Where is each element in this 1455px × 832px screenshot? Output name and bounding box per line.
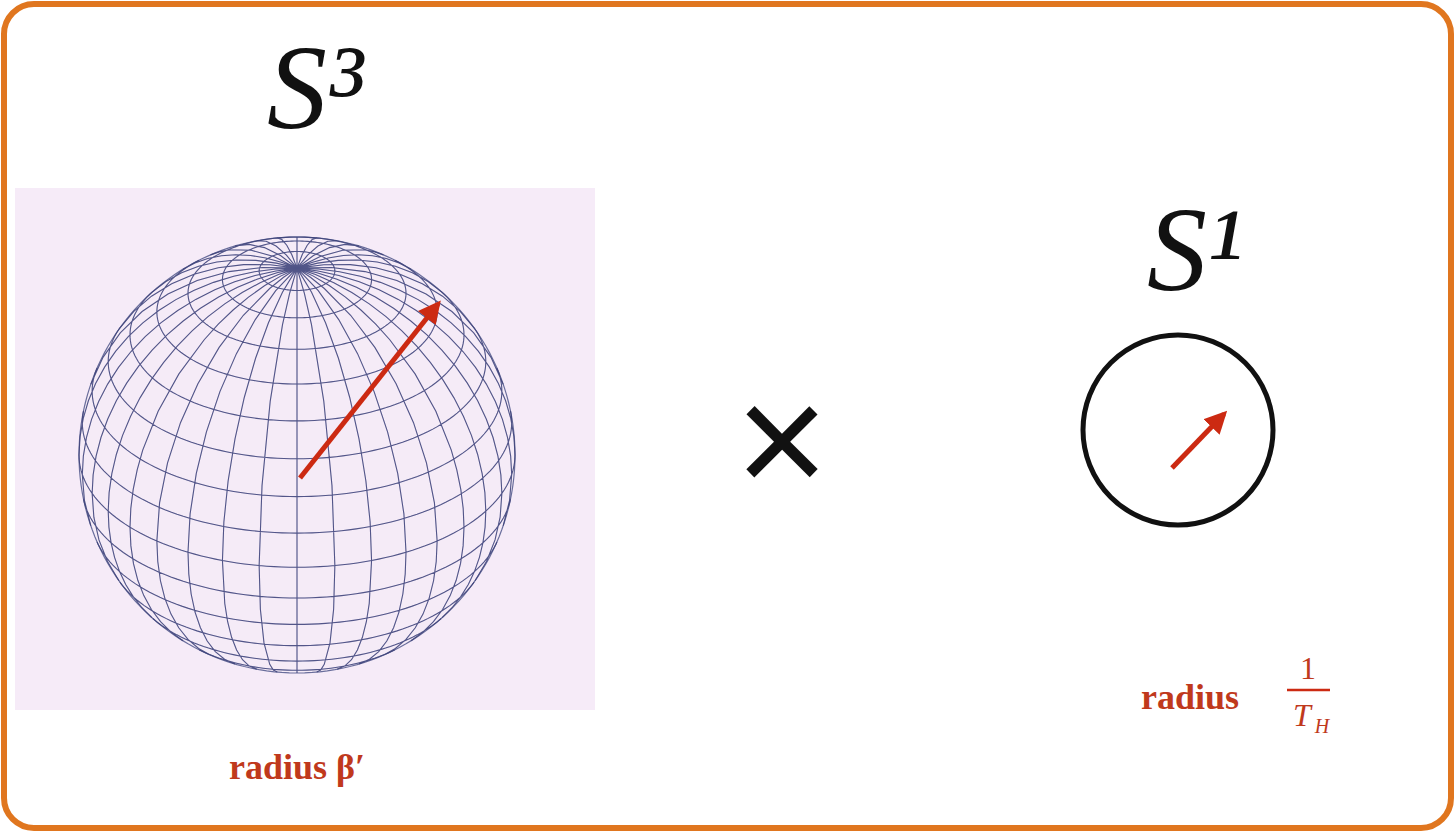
fraction-numerator: 1 [1300, 652, 1316, 684]
sphere-panel [15, 188, 595, 710]
fraction-denominator: T [1293, 699, 1311, 731]
sphere-outline [79, 237, 515, 673]
frame [4, 4, 1451, 828]
product-symbol: × [735, 360, 828, 520]
space-symbol: S¹ [1147, 190, 1243, 310]
sphere-front-grid [79, 237, 515, 673]
radius-arrow [300, 304, 438, 478]
radius-label: radius [1141, 679, 1239, 715]
circle [1083, 335, 1273, 525]
sphere-grid [79, 237, 515, 673]
fraction-bar [1287, 689, 1330, 692]
radius-label: radius β′ [229, 749, 365, 785]
space-symbol: S³ [267, 28, 363, 148]
subscript: H [1315, 716, 1329, 736]
radius-arrow [1172, 414, 1224, 468]
sphere-back-grid [79, 237, 515, 673]
